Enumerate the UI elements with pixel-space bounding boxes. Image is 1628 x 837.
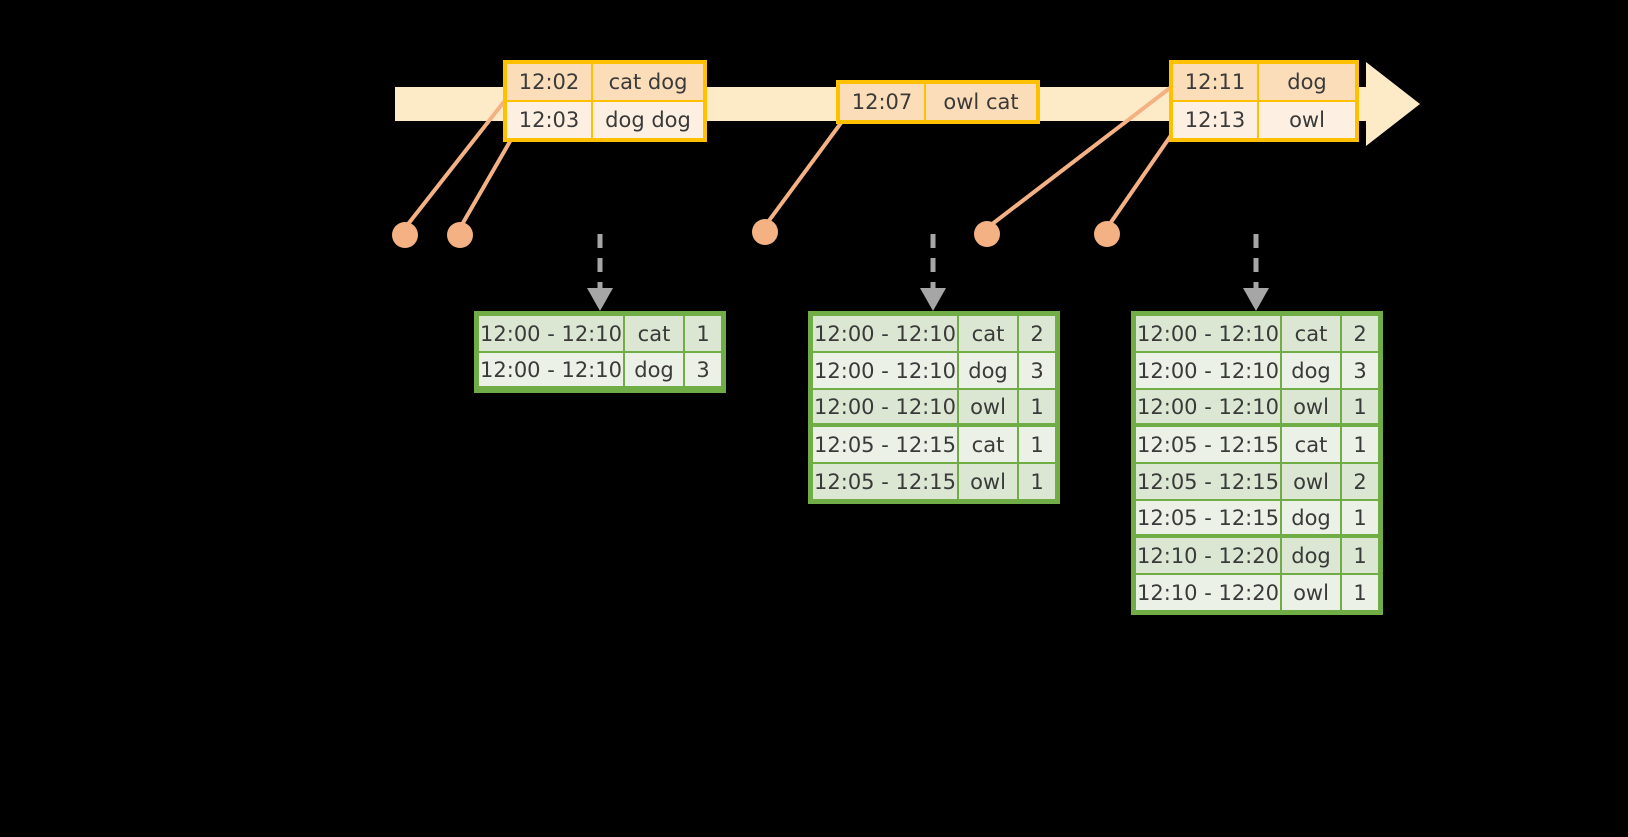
table-row: 12:00 - 12:10 cat 2 [812, 315, 1056, 352]
word-cell: owl [1281, 389, 1341, 426]
word-cell: dog [1281, 537, 1341, 574]
connector-line-3 [763, 106, 854, 228]
word-cell: owl [958, 463, 1018, 500]
word-cell: dog [958, 352, 1018, 389]
word-cell: dog [624, 352, 684, 389]
event-time: 12:07 [839, 83, 925, 121]
window-cell: 12:05 - 12:15 [1135, 463, 1281, 500]
count-cell: 3 [1018, 352, 1056, 389]
table-row: 12:10 - 12:20 owl 1 [1135, 574, 1379, 611]
event-words: owl cat [925, 83, 1037, 121]
event-words: owl [1258, 101, 1356, 139]
count-cell: 1 [1341, 574, 1379, 611]
table-row: 12:10 - 12:20 dog 1 [1135, 537, 1379, 574]
event-row: 12:07 owl cat [839, 83, 1037, 121]
dashed-arrows-group [587, 234, 1269, 311]
word-cell: cat [1281, 426, 1341, 463]
word-cell: cat [958, 315, 1018, 352]
event-row: 12:02 cat dog [506, 63, 704, 101]
table-row: 12:00 - 12:10 dog 3 [478, 352, 722, 389]
word-cell: owl [1281, 574, 1341, 611]
event-time: 12:11 [1172, 63, 1258, 101]
event-time: 12:03 [506, 101, 592, 139]
event-row: 12:11 dog [1172, 63, 1356, 101]
window-cell: 12:00 - 12:10 [1135, 389, 1281, 426]
dashed-arrow-2 [920, 234, 946, 311]
table-row: 12:00 - 12:10 cat 2 [1135, 315, 1379, 352]
event-group-1[interactable]: 12:02 cat dog 12:03 dog dog [503, 60, 707, 142]
word-cell: cat [958, 426, 1018, 463]
word-cell: owl [958, 389, 1018, 426]
event-words: cat dog [592, 63, 704, 101]
table-row: 12:05 - 12:15 owl 1 [812, 463, 1056, 500]
table-row: 12:00 - 12:10 owl 1 [1135, 389, 1379, 426]
event-time: 12:13 [1172, 101, 1258, 139]
word-cell: dog [1281, 352, 1341, 389]
word-cell: dog [1281, 500, 1341, 537]
table-row: 12:05 - 12:15 cat 1 [1135, 426, 1379, 463]
event-marker-dot[interactable] [752, 219, 778, 245]
window-cell: 12:10 - 12:20 [1135, 574, 1281, 611]
window-cell: 12:10 - 12:20 [1135, 537, 1281, 574]
word-cell: cat [1281, 315, 1341, 352]
word-cell: cat [624, 315, 684, 352]
word-cell: owl [1281, 463, 1341, 500]
count-cell: 1 [1341, 426, 1379, 463]
window-cell: 12:00 - 12:10 [1135, 352, 1281, 389]
table-row: 12:00 - 12:10 owl 1 [812, 389, 1056, 426]
event-group-3[interactable]: 12:11 dog 12:13 owl [1169, 60, 1359, 142]
event-words: dog [1258, 63, 1356, 101]
count-cell: 2 [1341, 315, 1379, 352]
result-table-2[interactable]: 12:00 - 12:10 cat 2 12:00 - 12:10 dog 3 … [808, 311, 1060, 504]
result-table-1[interactable]: 12:00 - 12:10 cat 1 12:00 - 12:10 dog 3 [474, 311, 726, 393]
window-cell: 12:00 - 12:10 [478, 315, 624, 352]
table-row: 12:05 - 12:15 cat 1 [812, 426, 1056, 463]
window-cell: 12:05 - 12:15 [812, 426, 958, 463]
event-words: dog dog [592, 101, 704, 139]
count-cell: 1 [1341, 500, 1379, 537]
event-marker-dot[interactable] [447, 222, 473, 248]
event-row: 12:03 dog dog [506, 101, 704, 139]
window-cell: 12:00 - 12:10 [1135, 315, 1281, 352]
count-cell: 1 [684, 315, 722, 352]
event-group-2[interactable]: 12:07 owl cat [836, 80, 1040, 124]
count-cell: 1 [1018, 463, 1056, 500]
count-cell: 3 [1341, 352, 1379, 389]
event-time: 12:02 [506, 63, 592, 101]
event-marker-dot[interactable] [974, 221, 1000, 247]
count-cell: 1 [1341, 389, 1379, 426]
table-row: 12:05 - 12:15 dog 1 [1135, 500, 1379, 537]
dashed-arrow-1 [587, 234, 613, 311]
window-cell: 12:05 - 12:15 [1135, 426, 1281, 463]
window-cell: 12:05 - 12:15 [812, 463, 958, 500]
count-cell: 2 [1018, 315, 1056, 352]
dashed-arrow-3 [1243, 234, 1269, 311]
event-marker-dot[interactable] [392, 222, 418, 248]
window-cell: 12:00 - 12:10 [812, 389, 958, 426]
table-row: 12:05 - 12:15 owl 2 [1135, 463, 1379, 500]
count-cell: 1 [1018, 426, 1056, 463]
count-cell: 2 [1341, 463, 1379, 500]
event-marker-dot[interactable] [1094, 221, 1120, 247]
window-cell: 12:05 - 12:15 [1135, 500, 1281, 537]
count-cell: 3 [684, 352, 722, 389]
event-row: 12:13 owl [1172, 101, 1356, 139]
window-cell: 12:00 - 12:10 [478, 352, 624, 389]
count-cell: 1 [1341, 537, 1379, 574]
window-cell: 12:00 - 12:10 [812, 315, 958, 352]
window-cell: 12:00 - 12:10 [812, 352, 958, 389]
table-row: 12:00 - 12:10 dog 3 [812, 352, 1056, 389]
table-row: 12:00 - 12:10 dog 3 [1135, 352, 1379, 389]
count-cell: 1 [1018, 389, 1056, 426]
result-table-3[interactable]: 12:00 - 12:10 cat 2 12:00 - 12:10 dog 3 … [1131, 311, 1383, 615]
table-row: 12:00 - 12:10 cat 1 [478, 315, 722, 352]
